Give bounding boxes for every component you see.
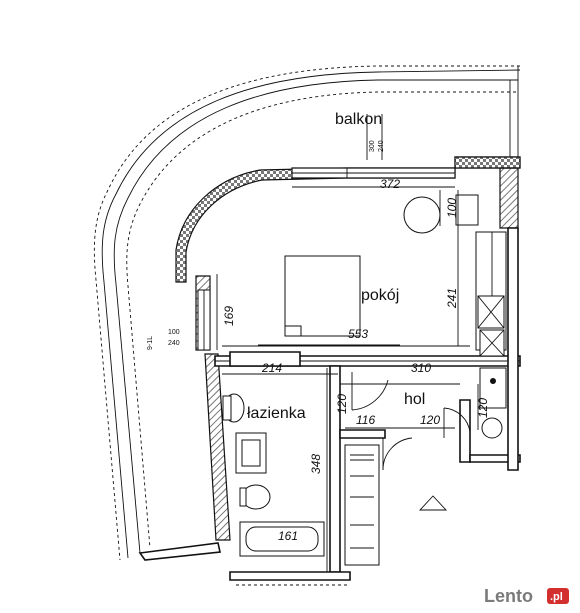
dimension-348: 348 bbox=[309, 454, 323, 474]
room-label-pokoj: pokój bbox=[361, 287, 399, 304]
watermark: Lento .pl bbox=[484, 586, 569, 606]
dimension-116: 116 bbox=[356, 413, 375, 427]
kitchen-counter bbox=[475, 231, 507, 357]
round-table bbox=[403, 194, 479, 234]
bathroom-fixtures bbox=[222, 393, 325, 557]
dimension-120-a: 120 bbox=[335, 394, 349, 414]
dimension-120-c: 120 bbox=[476, 398, 490, 418]
window-label-left-3: 9-1L bbox=[147, 336, 154, 350]
room-label-lazienka: łazienka bbox=[247, 405, 306, 422]
dimension-553: 553 bbox=[348, 327, 368, 341]
watermark-suffix: .pl bbox=[550, 591, 563, 603]
window-label-left-1: 100 bbox=[168, 329, 180, 336]
balcony-bottom-edge bbox=[138, 542, 221, 561]
dimension-310: 310 bbox=[411, 361, 431, 375]
entrance-marker bbox=[418, 495, 448, 511]
dimension-161: 161 bbox=[278, 529, 298, 543]
window-label-top-2: 240 bbox=[378, 140, 385, 152]
dimension-241: 241 bbox=[445, 288, 459, 309]
hall-cabinet bbox=[479, 367, 507, 439]
left-window bbox=[197, 289, 211, 351]
watermark-brand: Lento bbox=[484, 586, 533, 606]
dimension-214: 214 bbox=[261, 361, 282, 375]
dimension-100-top: 100 bbox=[445, 198, 459, 218]
bed bbox=[258, 255, 400, 346]
window-label-top-1: 300 bbox=[369, 140, 376, 152]
balcony-outline bbox=[93, 65, 521, 561]
dimension-lines bbox=[216, 114, 479, 572]
room-label-hol: hol bbox=[404, 391, 425, 408]
window-label-left-2: 240 bbox=[168, 340, 180, 347]
watermark-badge bbox=[547, 588, 569, 604]
doors bbox=[344, 372, 471, 566]
room-label-balkon: balkon bbox=[335, 111, 382, 128]
dimension-120-b: 120 bbox=[420, 413, 440, 427]
interior-walls bbox=[214, 227, 521, 581]
dimension-372: 372 bbox=[380, 177, 400, 191]
dimension-169: 169 bbox=[222, 306, 236, 326]
